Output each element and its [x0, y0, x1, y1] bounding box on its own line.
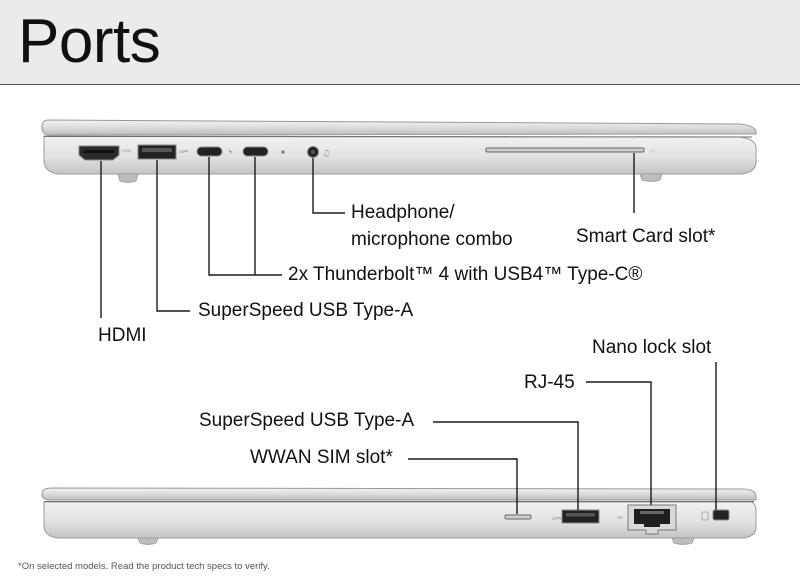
hdmi-label: HDMI: [98, 325, 147, 346]
rj45-label: RJ-45: [524, 372, 575, 393]
header-bar: Ports: [0, 0, 800, 85]
nano-lock-slot-icon: [701, 509, 730, 521]
sim-slot-icon: [504, 514, 532, 520]
wwan-sim-label: WWAN SIM slot*: [250, 447, 393, 468]
headphone-label-line2: microphone combo: [351, 229, 513, 250]
svg-text:⫘: ⫘: [617, 514, 623, 521]
smart-card-label: Smart Card slot*: [576, 226, 716, 247]
left-leader-lines: [100, 153, 635, 318]
thunderbolt-label: 2x Thunderbolt™ 4 with USB4™ Type-C®: [288, 264, 643, 285]
right-leader-lines: [408, 362, 717, 514]
nano-lock-label: Nano lock slot: [592, 337, 712, 358]
usb-a-port-icon: ss⇆: [137, 144, 188, 160]
smart-card-slot-icon: ▭: [485, 147, 655, 154]
footnote: *On selected models. Read the product te…: [18, 561, 270, 572]
led-indicator-icon: [281, 150, 285, 154]
svg-text:♫: ♫: [322, 149, 330, 159]
headphone-jack-icon: ♫: [307, 146, 330, 159]
headphone-label-line1: Headphone/: [351, 202, 455, 223]
rj45-port-icon: ⫘: [617, 504, 677, 535]
svg-text:ss⇆: ss⇆: [179, 149, 188, 155]
thunderbolt-port-1-icon: ϟ: [196, 146, 233, 157]
usb-a-label: SuperSpeed USB Type-A: [198, 300, 414, 321]
svg-text:HDMI: HDMI: [121, 148, 131, 153]
usb-a-port-right-icon: ss⇆: [552, 509, 600, 524]
svg-text:▭: ▭: [650, 148, 655, 154]
svg-text:ss⇆: ss⇆: [552, 516, 561, 522]
svg-text:ϟ: ϟ: [228, 148, 233, 156]
thunderbolt-port-2-icon: [242, 146, 269, 157]
usb-a-right-label: SuperSpeed USB Type-A: [199, 410, 415, 431]
left-side-laptop: [41, 119, 757, 183]
page-title: Ports: [18, 7, 161, 76]
hdmi-port-icon: HDMI: [78, 145, 131, 161]
